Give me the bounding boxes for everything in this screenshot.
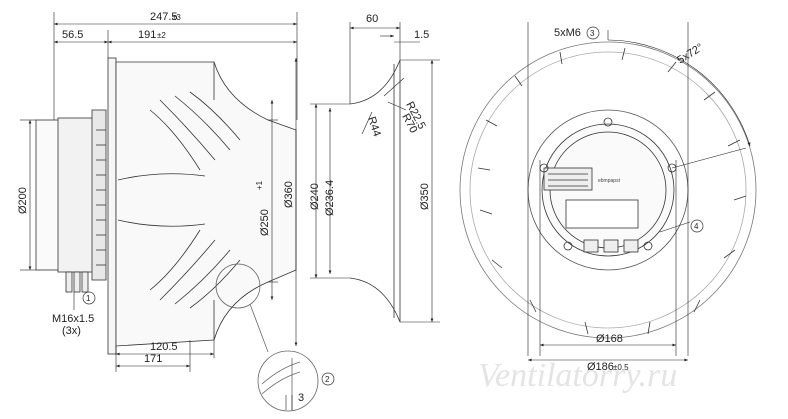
side-view-labels: 247.5 ±3 56.5 191 ±2 Ø200 Ø250 +1 Ø360 1… bbox=[17, 11, 304, 404]
overall-width-tolerance: ±3 bbox=[172, 13, 181, 22]
nozzle-inner-diameter-label: Ø240 bbox=[309, 183, 321, 210]
pcd-large-tolerance: ±0.5 bbox=[613, 363, 629, 372]
inlet-diameter-label: Ø250 bbox=[259, 209, 271, 236]
nozzle-outer-diameter-label: Ø350 bbox=[419, 183, 431, 210]
inlet-diameter-tolerance: +1 bbox=[255, 180, 264, 190]
brand-logo: ebmpapst bbox=[598, 178, 621, 184]
callout-3: 3 bbox=[590, 29, 595, 38]
callouts: 1 2 3 4 bbox=[82, 26, 704, 386]
side-view-dimensions bbox=[20, 12, 298, 410]
motor-offset-label: 56.5 bbox=[62, 29, 83, 41]
pcd-large-label: Ø186 bbox=[587, 361, 614, 373]
nozzle-throat-diameter-label: Ø236.4 bbox=[324, 180, 336, 216]
front-view-dimensions bbox=[527, 22, 751, 362]
nozzle-dimensions bbox=[310, 22, 440, 323]
outer-diameter-label: Ø360 bbox=[283, 181, 295, 208]
detail-gap-label: 3 bbox=[298, 392, 304, 404]
motor-diameter-label: Ø200 bbox=[17, 187, 29, 214]
side-view bbox=[35, 57, 319, 412]
front-view bbox=[459, 41, 757, 339]
watermark-text: Ventilatorry.ru bbox=[478, 357, 677, 394]
nozzle-r3-label: R44 bbox=[365, 115, 383, 138]
nozzle-width-label: 60 bbox=[366, 13, 378, 25]
overall-width-label: 247.5 bbox=[150, 11, 178, 23]
callout-4: 4 bbox=[694, 222, 699, 231]
pcd-small-label: Ø168 bbox=[596, 333, 623, 345]
depth-long-label: 171 bbox=[144, 353, 162, 365]
nozzle-labels: 60 1.5 R22.5 R70 R44 Ø240 Ø236.4 Ø350 bbox=[309, 13, 431, 216]
callout-2: 2 bbox=[325, 375, 330, 384]
impeller-width-label: 191 bbox=[138, 29, 156, 41]
cable-gland-count-label: (3x) bbox=[62, 325, 81, 337]
impeller-width-tolerance: ±2 bbox=[157, 31, 166, 40]
callout-1: 1 bbox=[86, 294, 91, 303]
nozzle-view bbox=[349, 59, 401, 323]
nozzle-lip-label: 1.5 bbox=[414, 29, 429, 41]
cable-gland-label: M16x1.5 bbox=[52, 313, 94, 325]
blade-angle-label: 5x72° bbox=[675, 41, 705, 66]
bolts-label: 5xM6 bbox=[554, 27, 581, 39]
depth-short-label: 120.5 bbox=[150, 341, 178, 353]
